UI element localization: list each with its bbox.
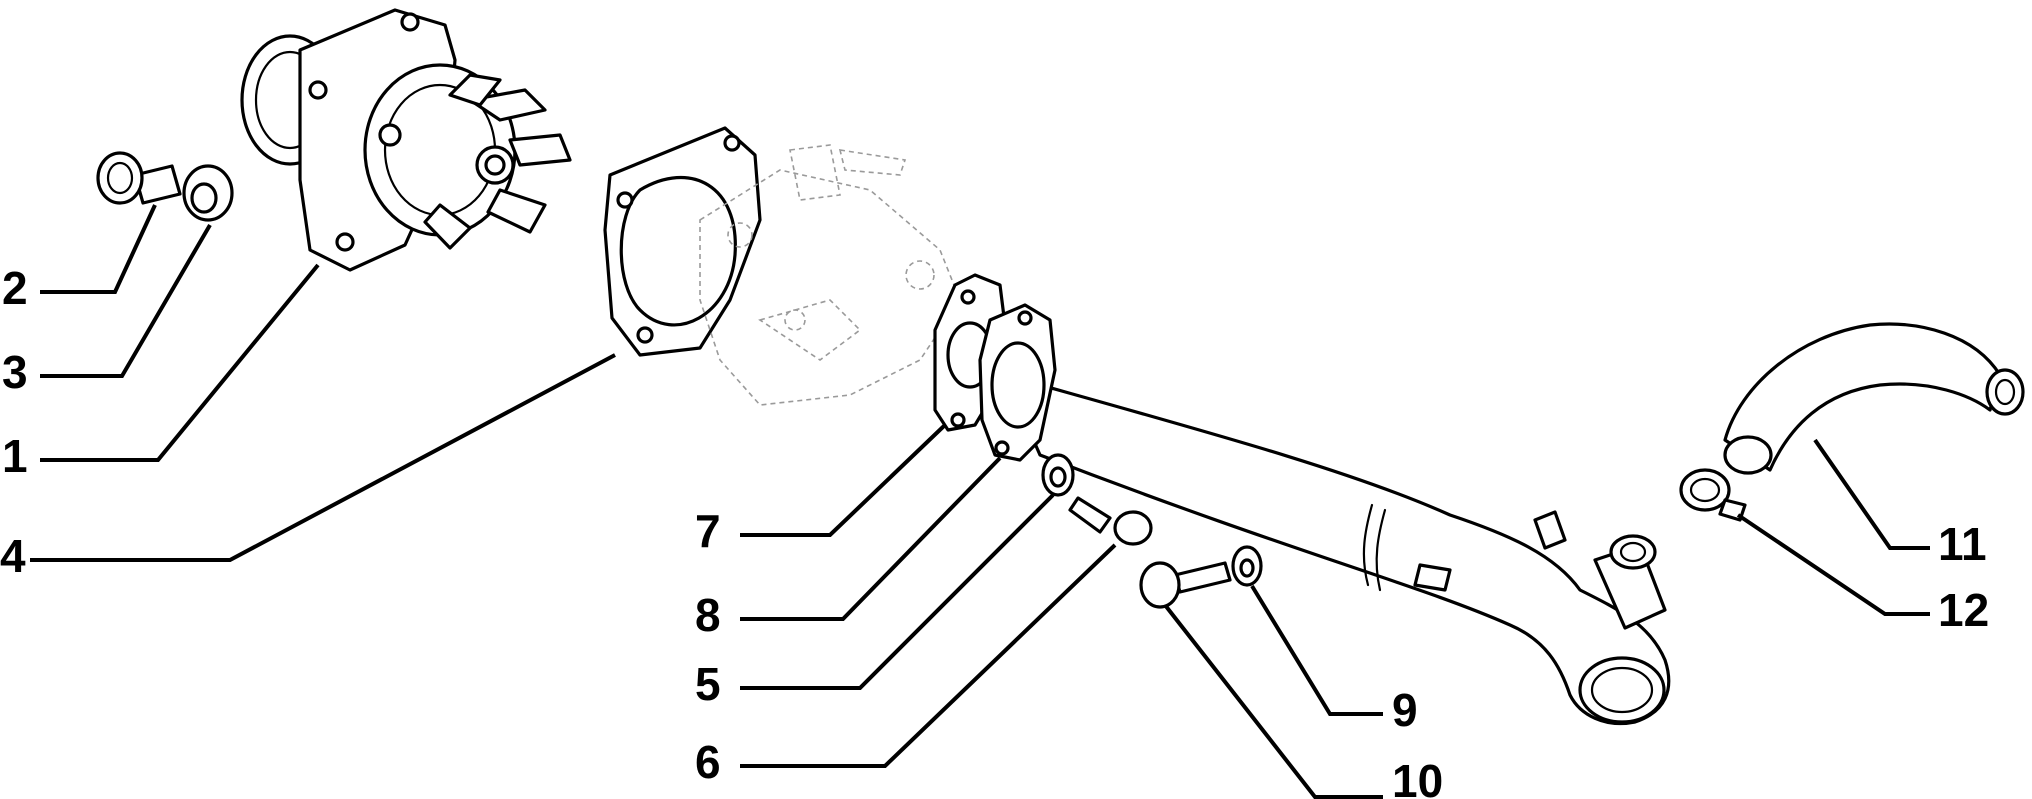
engine-block-outline xyxy=(699,144,961,406)
callout-labels: 2 3 1 4 7 8 5 6 9 10 11 12 xyxy=(0,262,1989,799)
part-hose-11 xyxy=(1723,322,2025,475)
leader-lines xyxy=(30,204,1930,799)
callout-9: 9 xyxy=(1392,684,1418,736)
callout-10: 10 xyxy=(1392,755,1443,799)
part-bolt-2 xyxy=(96,151,182,205)
part-water-pump xyxy=(240,8,572,272)
part-washer-3 xyxy=(182,164,234,222)
callout-6: 6 xyxy=(695,736,721,788)
part-bolt-6 xyxy=(1068,496,1153,546)
part-bolt-10 xyxy=(1139,561,1232,609)
callout-8: 8 xyxy=(695,589,721,641)
callout-11: 11 xyxy=(1938,518,1987,570)
callout-2: 2 xyxy=(2,262,28,314)
callout-4: 4 xyxy=(0,530,26,582)
part-washer-9 xyxy=(1231,545,1263,587)
callout-3: 3 xyxy=(2,346,28,398)
part-flange-8 xyxy=(978,303,1057,462)
callout-12: 12 xyxy=(1938,584,1989,636)
part-clamp-12 xyxy=(1679,468,1747,522)
part-coolant-pipe xyxy=(1003,373,1671,726)
callout-5: 5 xyxy=(695,658,721,710)
part-washer-5 xyxy=(1041,453,1075,497)
part-gasket-4 xyxy=(603,126,762,357)
callout-7: 7 xyxy=(695,505,721,557)
callout-1: 1 xyxy=(2,430,28,482)
